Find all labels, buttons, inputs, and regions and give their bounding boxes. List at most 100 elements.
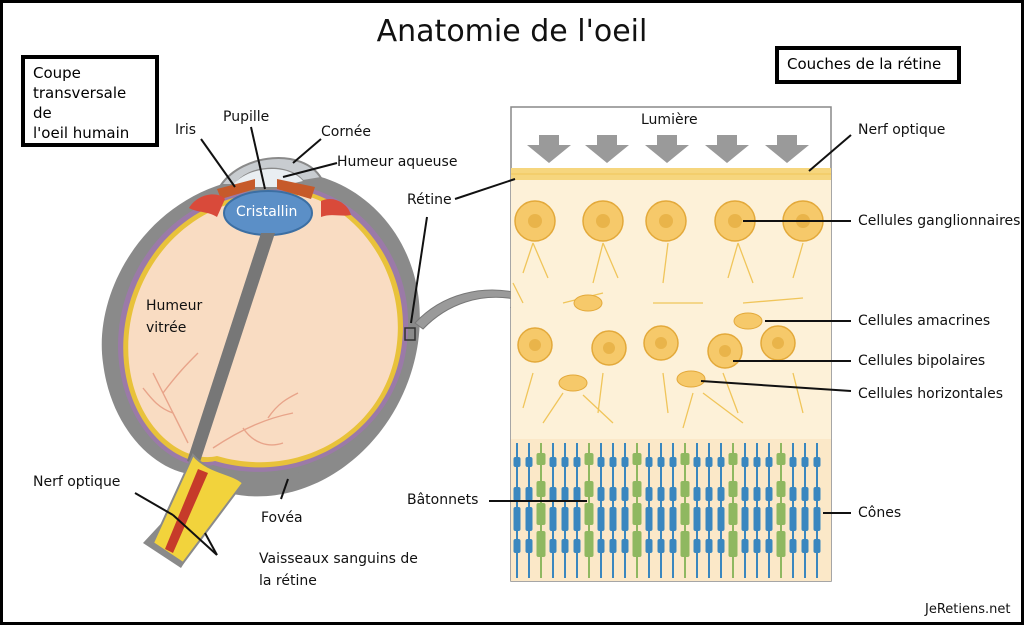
cone-segment [657,539,665,553]
diagram-title: Anatomie de l'oeil [376,14,648,49]
cone-segment [645,539,653,553]
cone-segment [657,507,665,531]
cone-segment [513,487,521,501]
label-cones: Cônes [858,505,902,521]
cone-segment [813,507,821,531]
cone-segment [669,539,677,553]
label-fovea: Fovéa [261,510,303,526]
rod-segment [776,481,786,497]
cone-segment [669,457,677,467]
cone-segment [645,457,653,467]
cone-segment [801,457,809,467]
label-pupille: Pupille [223,109,270,125]
rod-segment [776,503,786,525]
cone-segment [693,539,701,553]
cone-segment [741,457,749,467]
cone-segment [765,487,773,501]
cone-segment [669,507,677,531]
rod-segment [584,453,594,465]
cone-segment [525,457,533,467]
rod-segment [632,503,642,525]
cone-segment [813,487,821,501]
cone-segment [645,487,653,501]
label-cornee: Cornée [321,124,371,140]
label-cellules-amacrines: Cellules amacrines [858,313,991,329]
cone-segment [705,507,713,531]
rod-segment [632,453,642,465]
cone-segment [717,507,725,531]
cone-segment [657,457,665,467]
cone-segment [561,539,569,553]
cone-segment [621,457,629,467]
cone-segment [669,487,677,501]
eye-cross-section [101,157,420,568]
cone-segment [789,487,797,501]
cone-segment [801,507,809,531]
rod-segment [680,481,690,497]
vitreous-humor [128,195,398,463]
cone-segment [705,539,713,553]
cone-segment [513,507,521,531]
leader-lines [134,126,852,556]
cone-segment [705,487,713,501]
cone-segment [609,487,617,501]
cone-segment [621,507,629,531]
label-cellules-bipolaires: Cellules bipolaires [858,353,986,369]
cone-segment [717,539,725,553]
rod-segment [680,503,690,525]
cone-segment [597,507,605,531]
cone-segment [549,539,557,553]
rod-segment [728,481,738,497]
cone-segment [561,487,569,501]
rod-segment [584,481,594,497]
cone-segment [741,487,749,501]
label-humeur-vitree: Humeur vitrée [146,298,203,336]
cone-segment [609,507,617,531]
label-humeur-aqueuse: Humeur aqueuse [337,154,458,170]
cone-segment [765,457,773,467]
credit-text: JeRetiens.net [925,602,1011,617]
label-nerf-optique-eye: Nerf optique [33,474,121,490]
right-caption-box: Couches de la rétine [775,46,961,84]
cone-segment [705,457,713,467]
label-batonnets: Bâtonnets [407,492,479,508]
rod-segment [536,503,546,525]
cone-segment [549,457,557,467]
cone-segment [549,487,557,501]
cone-segment [549,507,557,531]
rod-segment [728,453,738,465]
left-caption-box: Coupe transversale de l'oeil humain [21,55,159,147]
cone-segment [573,487,581,501]
rod-segment [728,503,738,525]
retina-layers [510,106,832,582]
rod-segment [632,481,642,497]
cone-segment [621,487,629,501]
cone-segment [573,507,581,531]
label-iris: Iris [175,122,197,138]
cone-segment [693,457,701,467]
cone-segment [801,487,809,501]
cone-segment [789,457,797,467]
cone-segment [753,457,761,467]
iris [217,179,255,199]
cone-segment [741,539,749,553]
cone-segment [789,507,797,531]
cone-segment [573,457,581,467]
cone-segment [525,539,533,553]
cone-segment [753,507,761,531]
label-lumiere: Lumière [641,112,698,128]
cone-segment [813,539,821,553]
rod-segment [776,531,786,557]
rod-segment [680,453,690,465]
rod-segment [536,531,546,557]
label-nerf-optique-retina: Nerf optique [858,122,946,138]
rod-segment [584,531,594,557]
cone-segment [717,457,725,467]
cone-segment [609,539,617,553]
cone-segment [765,539,773,553]
cone-segment [597,539,605,553]
cone-segment [597,487,605,501]
rod-segment [632,531,642,557]
cone-segment [717,487,725,501]
